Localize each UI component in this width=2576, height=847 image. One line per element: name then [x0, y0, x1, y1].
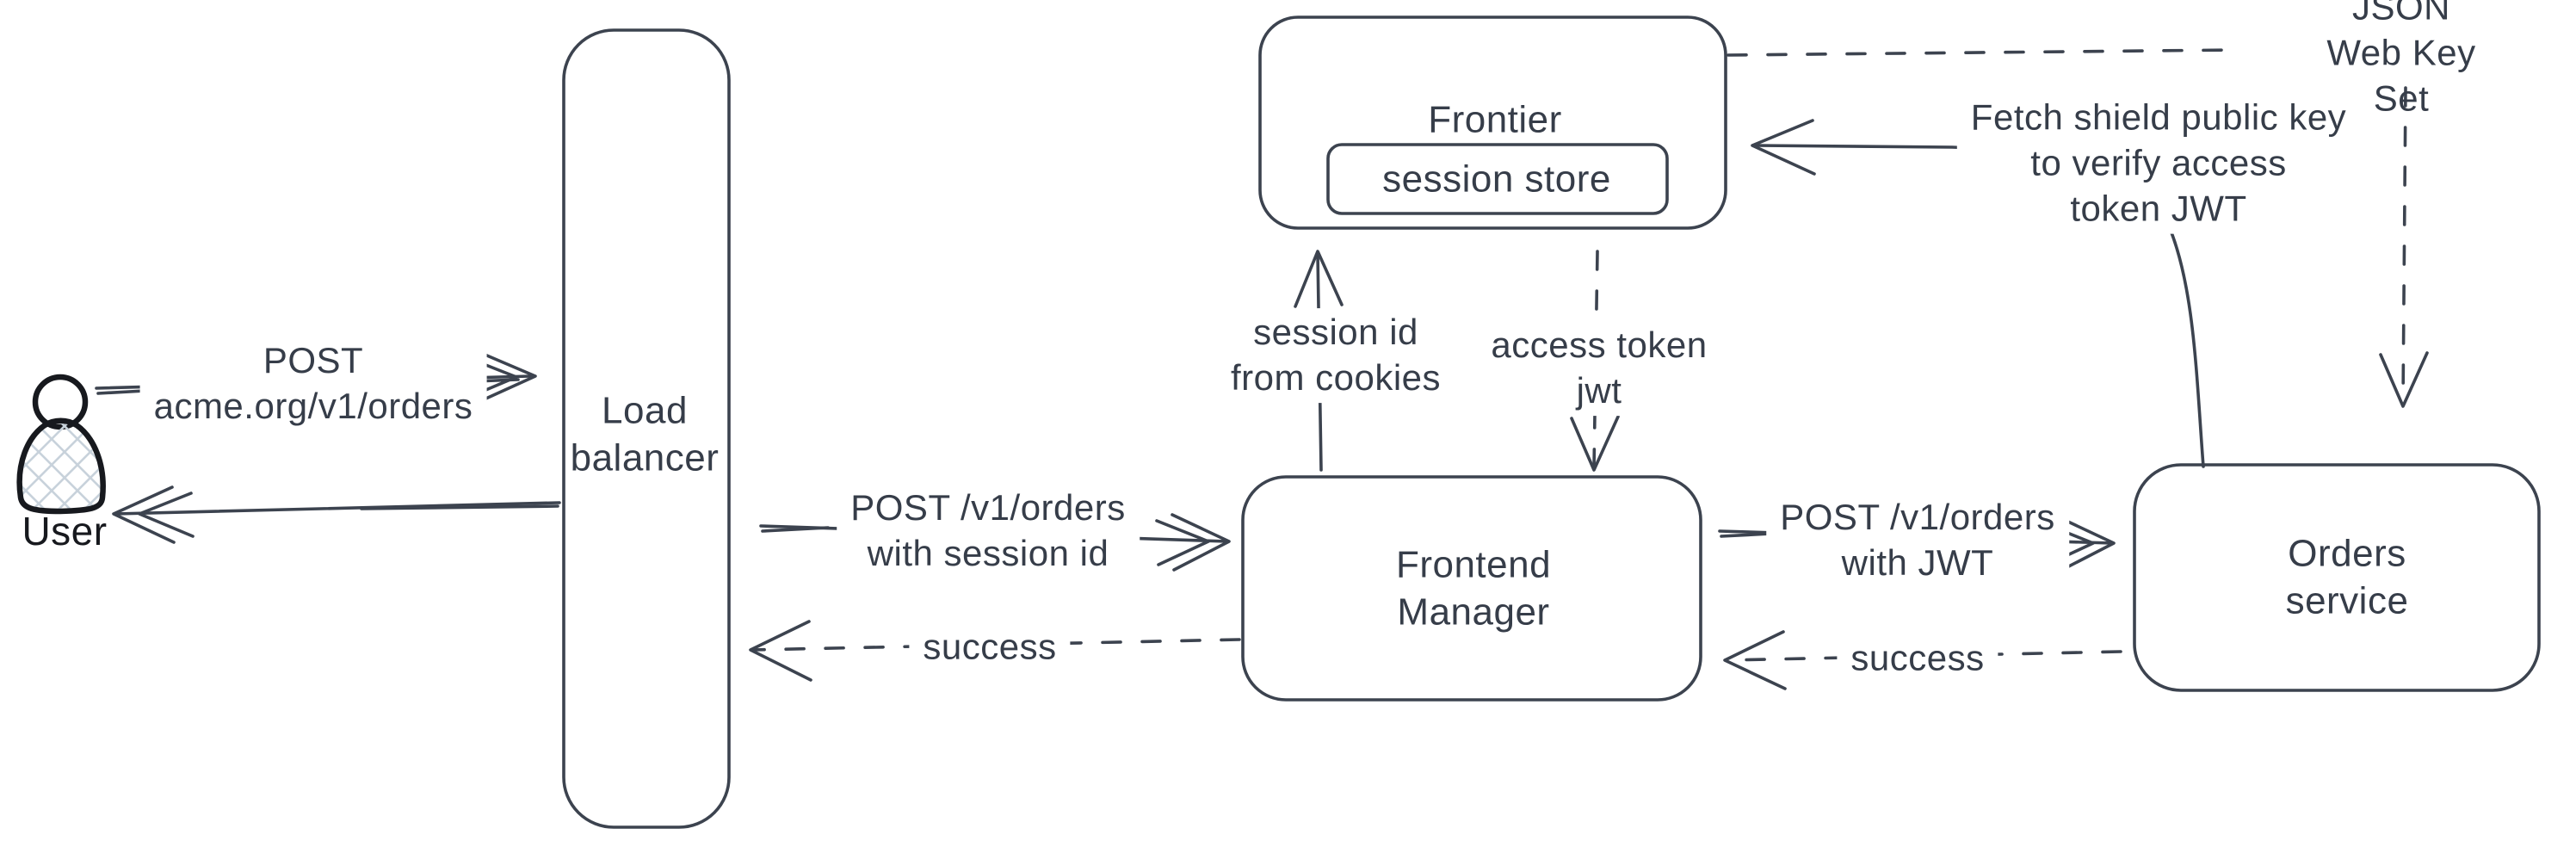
frontend-manager-label: Frontend Manager — [1395, 543, 1552, 634]
edge-label-access-token: access token jwt — [1477, 321, 1721, 416]
edge-label-success-right: success — [1837, 634, 1998, 683]
arrow-jwks-link — [1727, 48, 2236, 57]
arrow-access-token — [1570, 250, 1620, 472]
user-icon — [16, 374, 106, 515]
session-store-label: session store — [1382, 158, 1611, 201]
orders-service-node — [2133, 463, 2541, 692]
edge-label-jwks: JSON Web Key Set — [2326, 0, 2476, 119]
load-balancer-node — [562, 28, 731, 829]
edge-label-post-jwt: POST /v1/orders with JWT — [1766, 493, 2069, 588]
edge-label-success-left: success — [909, 622, 1071, 672]
orders-service-label: Orders service — [2285, 532, 2409, 622]
edge-label-fetch-public-key: Fetch shield public key to verify access… — [1956, 93, 2361, 234]
frontier-label: Frontier — [1428, 98, 1562, 141]
edge-label-post-session: POST /v1/orders with session id — [837, 484, 1140, 578]
session-store-node — [1326, 143, 1669, 215]
user-label: User — [22, 509, 108, 554]
arrow-jwks-down — [2379, 86, 2429, 408]
frontend-manager-node — [1241, 475, 1702, 702]
edge-label-session-id: session id from cookies — [1216, 308, 1455, 403]
arrow-user-response — [112, 485, 561, 544]
load-balancer-label: Load balancer — [570, 389, 720, 479]
user-icon-body — [16, 417, 106, 515]
edge-label-post-orders: POST acme.org/v1/orders — [139, 337, 487, 431]
